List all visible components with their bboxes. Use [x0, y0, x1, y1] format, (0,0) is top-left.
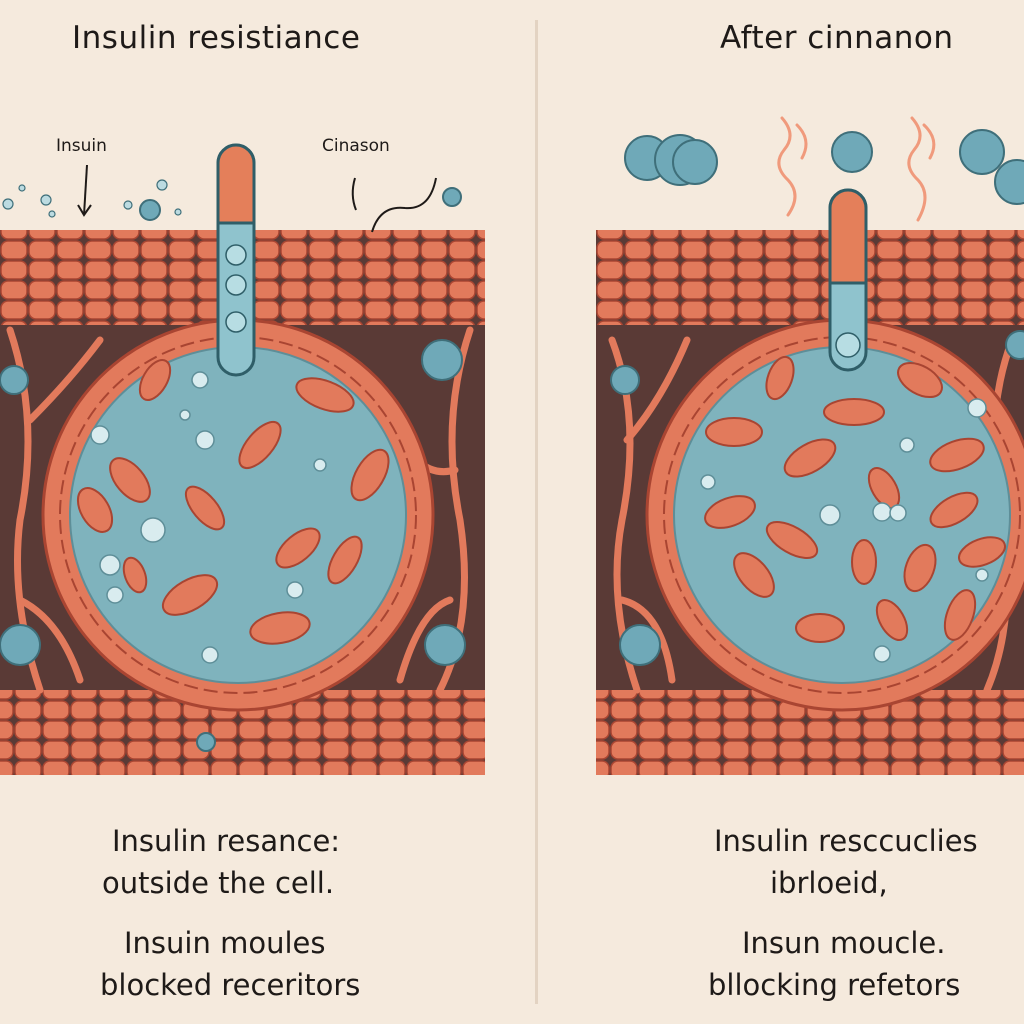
right-caption-line-2: ibrloeid, — [770, 866, 888, 900]
receptor-capsule — [216, 143, 256, 377]
left-cell-illustration — [0, 143, 485, 775]
left-caption-line-1: Insulin resance: — [112, 824, 341, 858]
cell-interior — [69, 346, 407, 684]
right-title: After cinnanon — [720, 20, 954, 56]
left-caption-line-2: outside the cell. — [102, 866, 335, 900]
annotation-arrows — [77, 164, 437, 233]
vesicles — [90, 371, 327, 664]
right-caption-line-1: Insulin resccuclies — [714, 824, 978, 858]
insulin-molecules — [610, 129, 1024, 666]
cinnamon-aroma-lines — [777, 116, 936, 222]
mitochondria-group — [76, 359, 390, 645]
left-title: Insulin resistiance — [72, 20, 361, 56]
vesicles — [700, 398, 989, 663]
left-caption-line-4: blocked receritors — [100, 968, 361, 1002]
label-insulin: Insuin — [56, 136, 107, 156]
right-caption-line-4: bllocking refetors — [708, 968, 961, 1002]
panel-divider — [535, 20, 538, 1004]
mitochondria-group — [704, 355, 1006, 643]
right-panel: After cinnanon Insulin resccuclies ibrlo… — [512, 0, 1024, 1024]
top-membrane — [596, 230, 1024, 325]
left-panel: Insulin resistiance Insuin Cinason Insul… — [0, 20, 485, 1002]
right-caption-line-3: Insun moucle. — [742, 926, 946, 960]
left-caption-line-3: Insuin moules — [124, 926, 326, 960]
label-cinnamon: Cinason — [322, 136, 390, 156]
right-cell-illustration — [596, 116, 1024, 775]
insulin-molecules — [0, 187, 466, 752]
receptor-capsule — [828, 188, 868, 372]
